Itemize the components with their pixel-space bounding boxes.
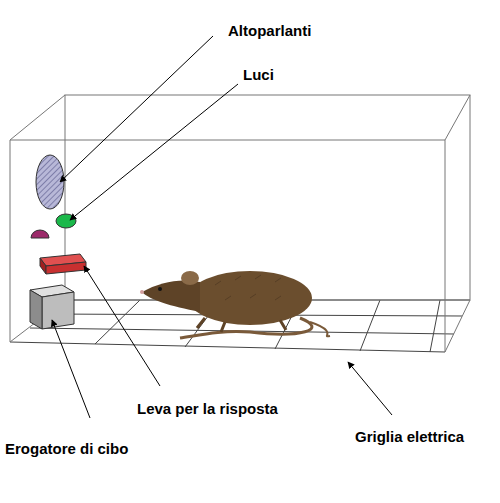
callout-label: Altoparlanti (228, 22, 311, 40)
rat (140, 271, 330, 338)
callout-label: Griglia elettrica (355, 428, 464, 446)
light-purple (31, 230, 49, 238)
chamber-outline (10, 95, 470, 352)
callout-label: Luci (243, 66, 274, 84)
speaker (36, 155, 64, 209)
response-lever (40, 254, 86, 274)
leader-lines (52, 36, 392, 418)
food-dispenser (30, 285, 74, 329)
callout-label: Erogatore di cibo (5, 440, 128, 458)
callout-label: Leva per la risposta (137, 400, 278, 418)
light-green (56, 214, 76, 228)
